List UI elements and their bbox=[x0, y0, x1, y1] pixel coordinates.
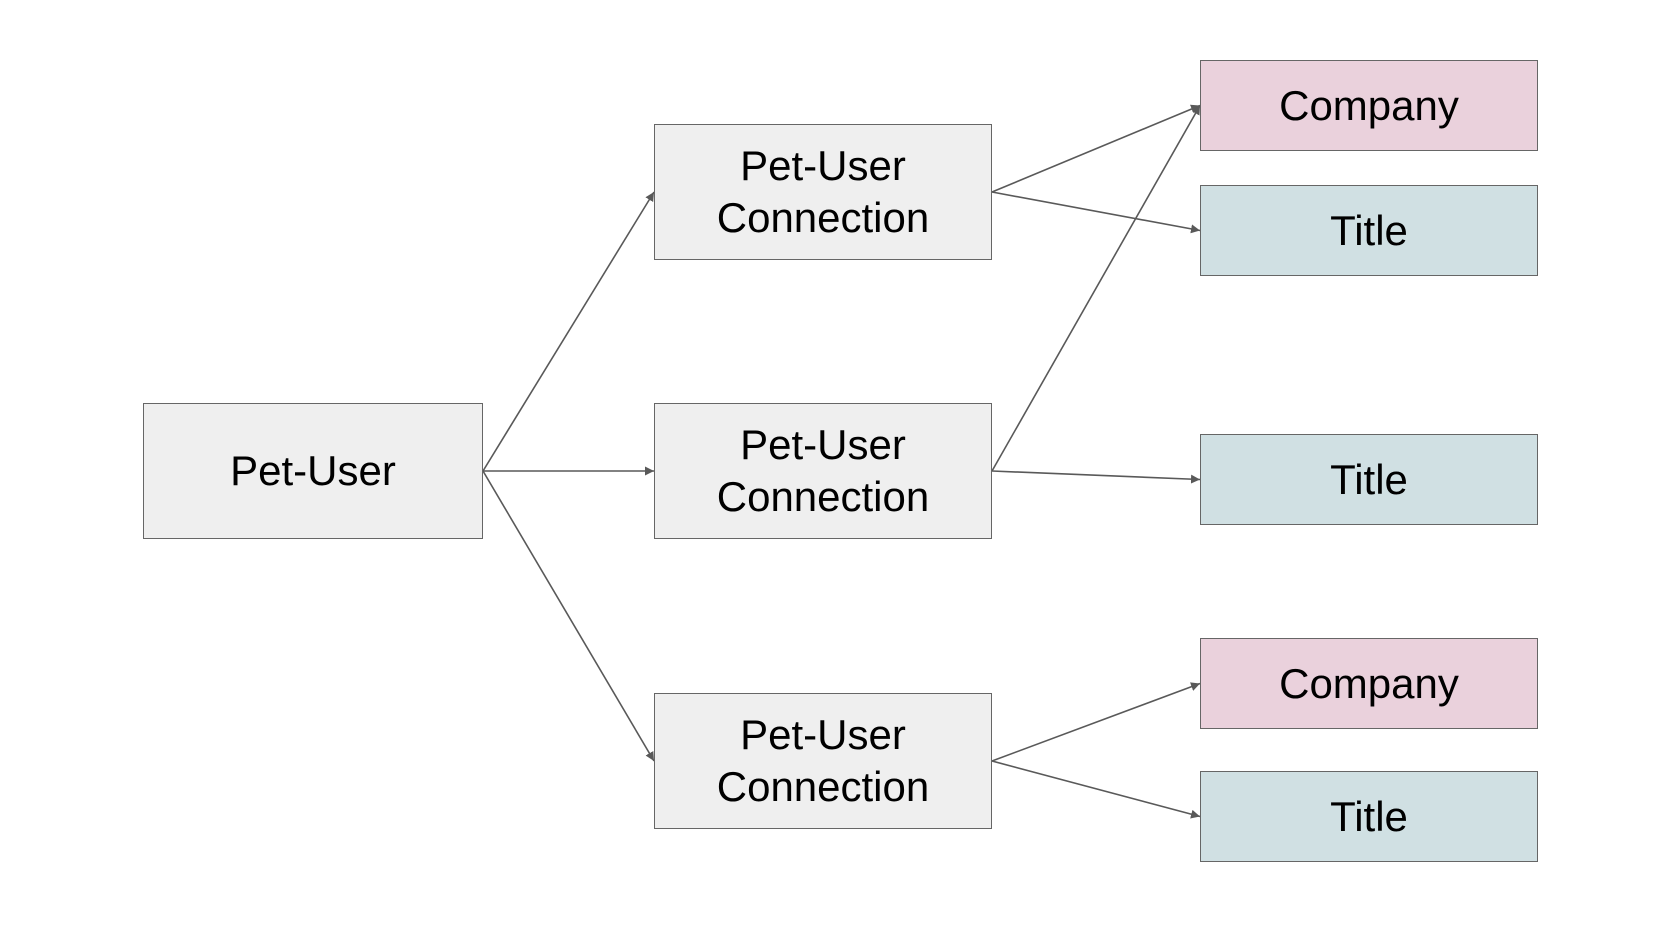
title-label-3: Title bbox=[1330, 792, 1408, 840]
title-node-1: Title bbox=[1200, 185, 1538, 276]
pet-user-connection-node-2: Pet-User Connection bbox=[654, 403, 992, 539]
arrow-conn2-to-company1 bbox=[991, 105, 1201, 472]
title-node-2: Title bbox=[1200, 434, 1538, 525]
connection-label-3: Pet-User Connection bbox=[716, 711, 930, 810]
pet-user-label: Pet-User bbox=[230, 447, 396, 494]
title-node-3: Title bbox=[1200, 771, 1538, 862]
company-node-2: Company bbox=[1200, 638, 1538, 729]
pet-user-connection-node-3: Pet-User Connection bbox=[654, 693, 992, 829]
arrow-conn3-to-company2 bbox=[991, 682, 1201, 762]
pet-user-connection-node-1: Pet-User Connection bbox=[654, 124, 992, 260]
arrow-conn1-to-title1 bbox=[991, 191, 1201, 234]
connection-label-1: Pet-User Connection bbox=[716, 142, 930, 241]
arrow-conn2-to-title2 bbox=[991, 470, 1201, 484]
arrow-root-to-conn3 bbox=[482, 470, 655, 762]
title-label-2: Title bbox=[1330, 455, 1408, 503]
arrow-root-to-conn1 bbox=[482, 191, 655, 472]
arrow-conn1-to-company1 bbox=[991, 104, 1201, 193]
arrow-conn3-to-title3 bbox=[991, 760, 1201, 819]
connection-label-2: Pet-User Connection bbox=[716, 421, 930, 520]
title-label-1: Title bbox=[1330, 206, 1408, 254]
pet-user-node: Pet-User bbox=[143, 403, 483, 539]
company-label-2: Company bbox=[1279, 659, 1459, 707]
company-label-1: Company bbox=[1279, 81, 1459, 129]
company-node-1: Company bbox=[1200, 60, 1538, 151]
